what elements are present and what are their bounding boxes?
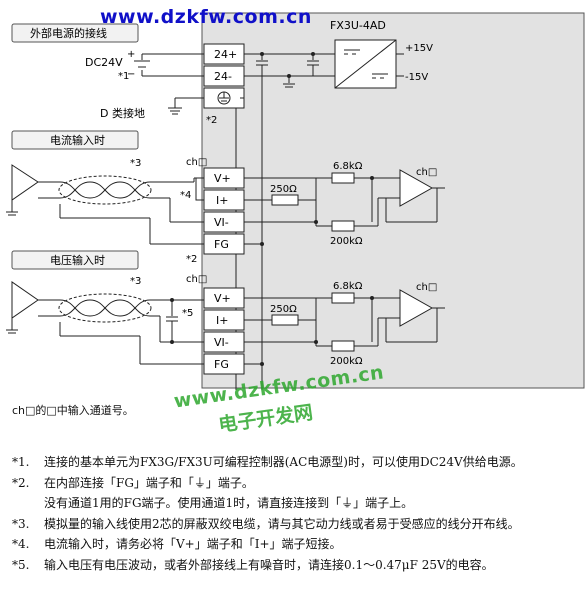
note-1-mark: *1	[118, 71, 129, 82]
ch1-source-wiring	[6, 164, 204, 245]
note-item: *1. 连接的基本单元为FX3G/FX3U可编程控制器(AC电源型)时，可以使用…	[12, 452, 582, 473]
ch1-vplus: V+	[214, 172, 231, 185]
ch2-opamp-icon	[399, 289, 434, 327]
ch2-resistor-6k8	[331, 292, 355, 304]
note-number	[12, 493, 44, 514]
note-3-mark-ch1: *3	[130, 158, 141, 169]
note-item: *2. 在内部连接「FG」端子和「⏚」端子。	[12, 473, 582, 494]
note-item: *5. 输入电压有电压波动，或者外部接线上有噪音时，请连接0.1～0.47μF …	[12, 555, 582, 576]
note-item: *4. 电流输入时，请务必将「V+」端子和「I+」端子短接。	[12, 534, 582, 555]
dc24v-label: DC24V	[85, 56, 123, 69]
ch1-resistor-200k	[331, 220, 355, 232]
note-2-mark-ch1: *2	[186, 254, 197, 265]
dc-source-wiring	[134, 53, 204, 115]
section-current-box	[11, 130, 139, 150]
ch1-r-in-label: 6.8kΩ	[333, 161, 363, 172]
ch2-source-wiring	[6, 281, 204, 365]
section-power-label: 外部电源的接线	[30, 26, 107, 40]
note-text: 模拟量的输入线使用2芯的屏蔽双绞电缆，请与其它动力线或者易于受感应的线分开布线。	[44, 516, 520, 531]
section-power-box	[11, 23, 139, 43]
note-text: 输入电压有电压波动，或者外部接线上有噪音时，请连接0.1～0.47μF 25V的…	[44, 557, 494, 572]
dcdc-converter-icon	[334, 39, 397, 89]
ch-label-1: ch□	[186, 157, 207, 168]
ch2-iplus: I+	[216, 314, 228, 327]
ch2-vplus: V+	[214, 292, 231, 305]
ch2-terminals	[203, 287, 245, 375]
ch1-r-shunt-label: 250Ω	[270, 184, 297, 195]
note-number: *5.	[12, 557, 30, 572]
ch2-internal	[244, 297, 445, 365]
dc-plus-label: +	[127, 49, 135, 60]
ch-label-2: ch□	[186, 274, 207, 285]
note-text: 电流输入时，请务必将「V+」端子和「I+」端子短接。	[44, 537, 342, 551]
note-item: *3. 模拟量的输入线使用2芯的屏蔽双绞电缆，请与其它动力线或者易于受感应的线分…	[12, 514, 582, 535]
terminal-24p: 24+	[214, 48, 237, 61]
ch1-opamp-icon	[399, 169, 434, 207]
note-5-mark: *5	[182, 308, 193, 319]
section-voltage-box	[11, 250, 139, 270]
watermark-top: www.dzkfw.com.cn	[100, 6, 312, 28]
notes-list: *1. 连接的基本单元为FX3G/FX3U可编程控制器(AC电源型)时，可以使用…	[12, 452, 582, 575]
section-current-label: 电流输入时	[50, 133, 105, 147]
note-number: *2.	[12, 475, 30, 490]
module-title: FX3U-4AD	[330, 19, 386, 32]
ch2-r-ret-label: 200kΩ	[330, 356, 363, 367]
ch1-vi-minus: VI-	[214, 216, 229, 229]
ch2-fg: FG	[214, 358, 229, 371]
note-3-mark-ch2: *3	[130, 276, 141, 287]
note-text: 在内部连接「FG」端子和「⏚」端子。	[44, 475, 254, 490]
ch1-resistor-6k8	[331, 172, 355, 184]
diagram-svg: FX3U-4AD 外部电源的接线 电流输入时 电压输入时 24+ 24- DC2…	[6, 12, 585, 390]
ch1-r-ret-label: 200kΩ	[330, 236, 363, 247]
out-pos-label: +15V	[405, 43, 433, 54]
note-2-mark-power: *2	[206, 115, 217, 126]
ch-label-right-1: ch□	[416, 167, 437, 178]
ch2-resistor-200k	[331, 340, 355, 352]
out-neg-label: -15V	[405, 72, 428, 83]
ch1-iplus: I+	[216, 194, 228, 207]
note-number: *4.	[12, 537, 30, 551]
ch1-internal	[244, 177, 445, 245]
ch-label-right-2: ch□	[416, 282, 437, 293]
note-text: 没有通道1用的FG端子。使用通道1时，请直接连接到「⏚」端子上。	[44, 496, 414, 510]
dc-minus-label: −	[127, 69, 135, 80]
ch1-fg: FG	[214, 238, 229, 251]
ground-label: D 类接地	[100, 106, 145, 120]
section-voltage-label: 电压输入时	[50, 253, 105, 267]
note-4-mark: *4	[180, 190, 191, 201]
ground-symbol-icon	[217, 91, 231, 105]
note-number: *1.	[12, 455, 30, 469]
terminal-24m: 24-	[214, 70, 232, 83]
note-item: 没有通道1用的FG端子。使用通道1时，请直接连接到「⏚」端子上。	[12, 493, 582, 514]
channel-caption: ch□的□中输入通道号。	[12, 404, 134, 417]
note-number: *3.	[12, 516, 30, 531]
ch2-vi-minus: VI-	[214, 336, 229, 349]
ch2-resistor-250	[271, 314, 299, 326]
ch1-resistor-250	[271, 194, 299, 206]
ch2-r-in-label: 6.8kΩ	[333, 281, 363, 292]
ch2-r-shunt-label: 250Ω	[270, 304, 297, 315]
note-text: 连接的基本单元为FX3G/FX3U可编程控制器(AC电源型)时，可以使用DC24…	[44, 455, 523, 469]
